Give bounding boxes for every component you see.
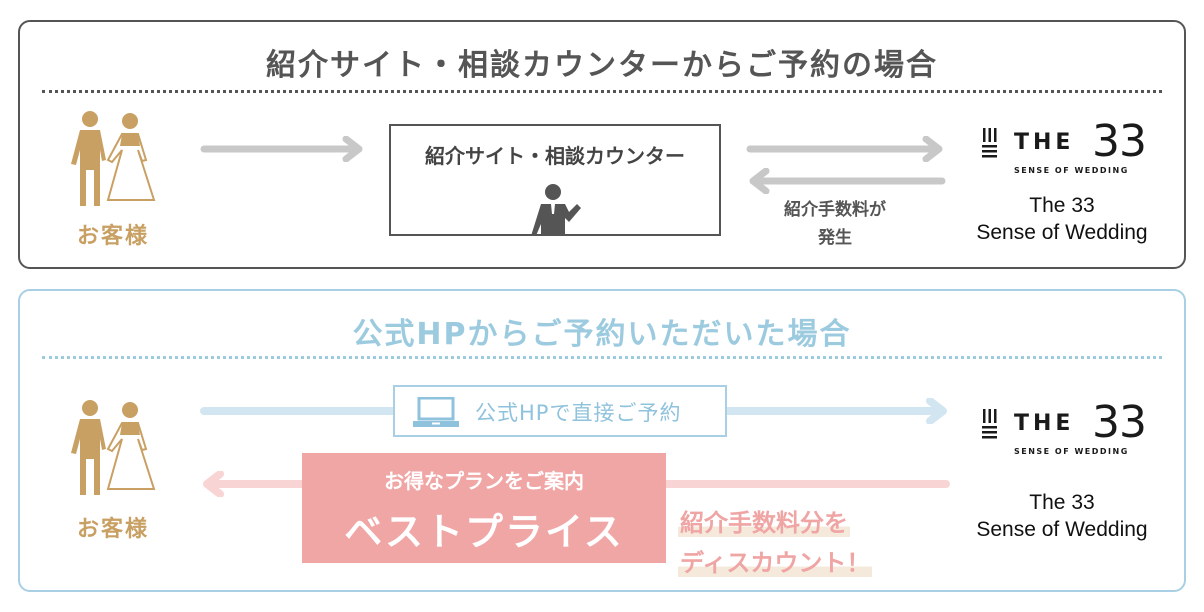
customer-label: お客様 bbox=[76, 517, 149, 542]
venue-logo: THE 33 SENSE OF WEDDING bbox=[974, 116, 1194, 182]
venue-name: The 33 Sense of Wedding bbox=[976, 194, 1148, 244]
hp-box-label: 公式HPで直接ご予約 bbox=[475, 401, 682, 425]
panel-title: 公式HPからご予約いただいた場合 bbox=[352, 317, 852, 352]
laptop-icon bbox=[413, 397, 459, 427]
customer-label: お客様 bbox=[76, 224, 149, 249]
referral-fee-label: 紹介手数料が 発生 bbox=[784, 200, 886, 248]
venue-logo: THE 33 SENSE OF WEDDING bbox=[974, 397, 1194, 463]
best-price-box: お得なプランをご案内 ベストプライス bbox=[302, 453, 666, 563]
official-booking-panel: 公式HPからご予約いただいた場合 お客様 公式HPで直接ご予約 お得なプランをご… bbox=[18, 289, 1186, 592]
panel-title: 紹介サイト・相談カウンターからご予約の場合 bbox=[266, 48, 938, 83]
arrow-agent-to-venue bbox=[746, 136, 946, 162]
wedding-couple-icon bbox=[71, 111, 156, 206]
discount-note: 紹介手数料分を ディスカウント！ bbox=[678, 509, 873, 577]
dotted-divider bbox=[42, 356, 1162, 359]
arrow-venue-to-agent bbox=[746, 168, 946, 194]
venue-name: The 33 Sense of Wedding bbox=[976, 491, 1148, 541]
agent-box-label: 紹介サイト・相談カウンター bbox=[425, 144, 685, 168]
dotted-divider bbox=[42, 90, 1162, 93]
customer: お客様 bbox=[68, 399, 158, 542]
customer: お客様 bbox=[68, 110, 158, 249]
arrow-customer-to-agent bbox=[200, 136, 366, 162]
agency-booking-panel: 紹介サイト・相談カウンターからご予約の場合 お客様 紹介サイト・相談カウンター … bbox=[18, 20, 1186, 269]
best-price-title: ベストプライス bbox=[344, 510, 624, 554]
agent-box: 紹介サイト・相談カウンター bbox=[389, 124, 721, 236]
logo-mark-icon bbox=[982, 409, 997, 439]
official-hp-box: 公式HPで直接ご予約 bbox=[393, 385, 727, 437]
wedding-couple-icon bbox=[71, 400, 156, 495]
business-person-icon bbox=[531, 184, 581, 234]
logo-mark-icon bbox=[982, 128, 997, 158]
best-price-subtitle: お得なプランをご案内 bbox=[384, 469, 584, 493]
